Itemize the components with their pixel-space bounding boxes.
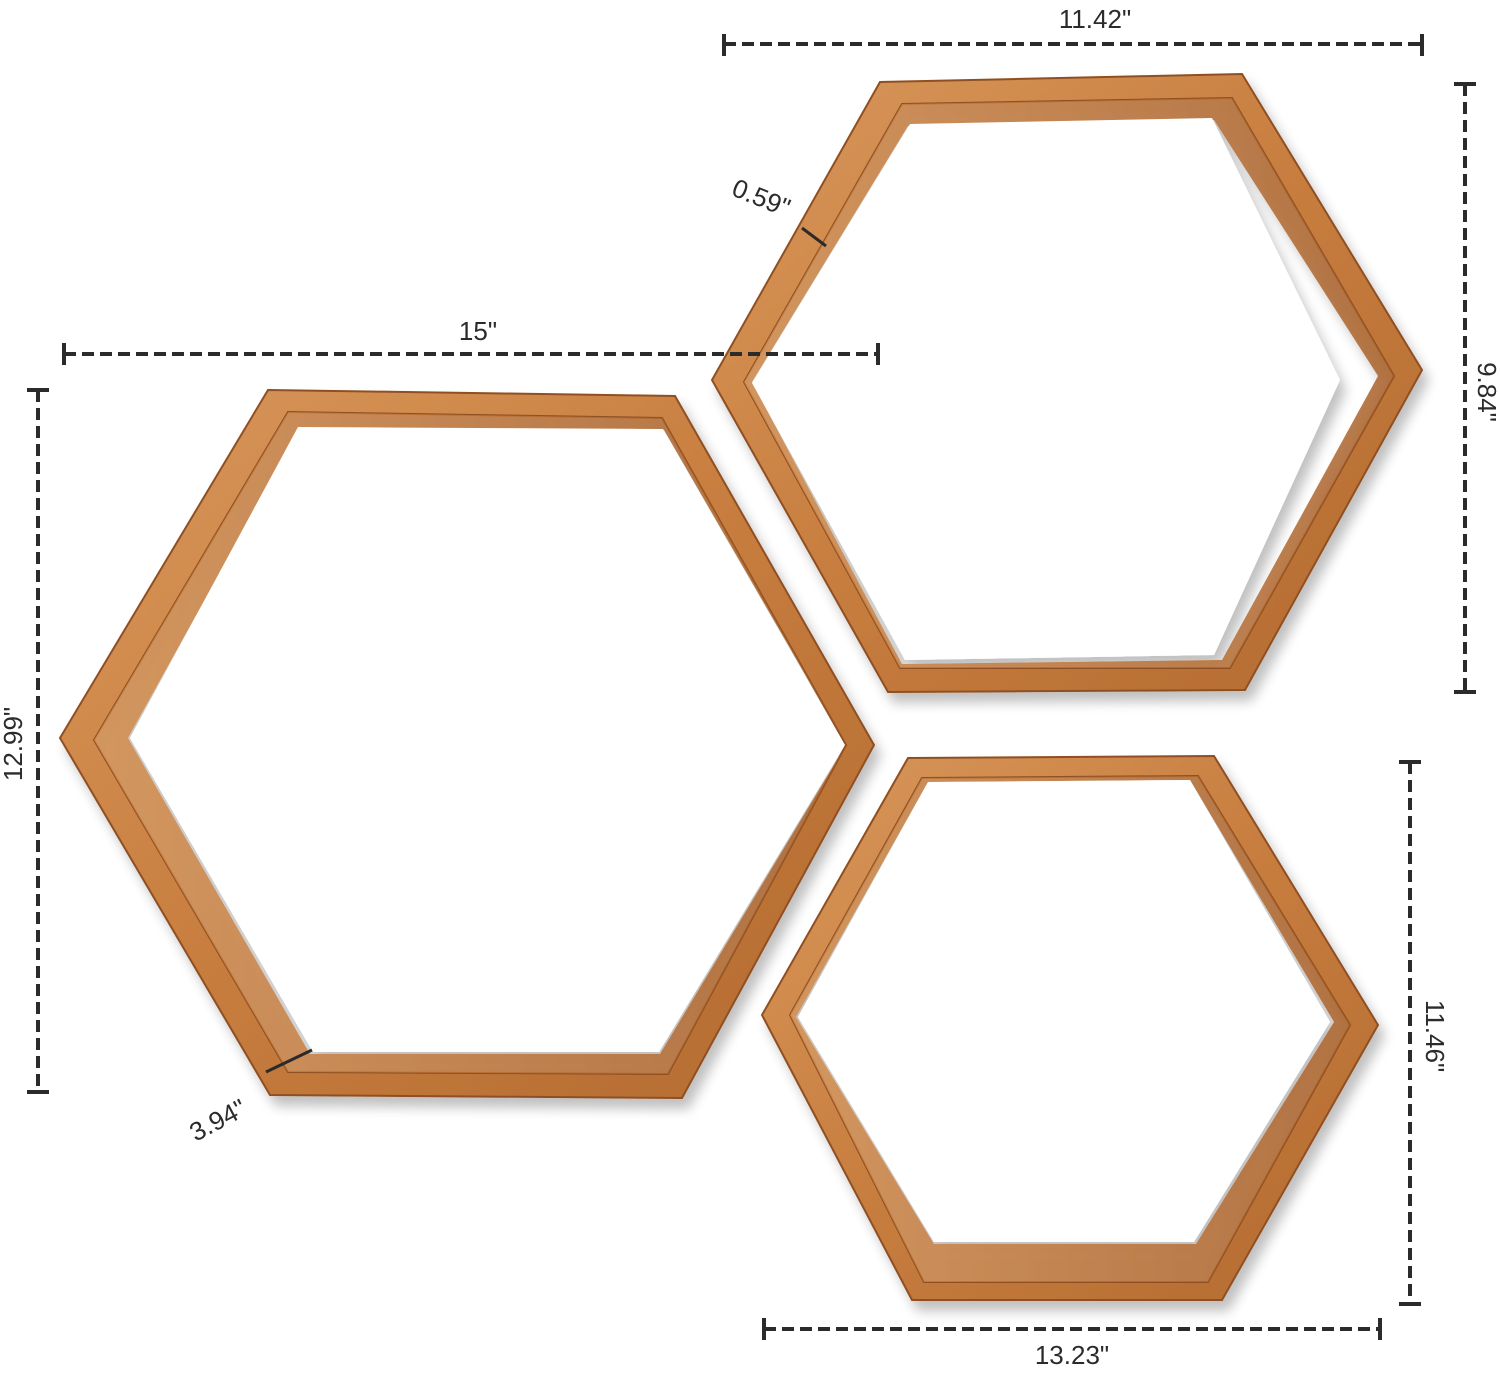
large-height-dimension: 12.99": [0, 388, 49, 1094]
large-hexagon-shelf: [58, 388, 876, 1100]
top-hexagon-inner-opening: [752, 118, 1340, 660]
large-hexagon-depth-marker: [265, 1048, 313, 1074]
top-height-label: 9.84": [1472, 362, 1500, 422]
small-height-label: 11.46": [1420, 1000, 1450, 1072]
large-width-label: 15": [459, 316, 497, 346]
large-depth-dimension: 3.94": [184, 1093, 251, 1148]
large-width-dimension: 15": [62, 316, 880, 365]
small-height-dimension: 11.46": [1399, 760, 1450, 1306]
large-depth-label: 3.94": [184, 1093, 251, 1148]
small-hexagon-shelf: [760, 754, 1380, 1301]
large-height-label: 12.99": [0, 707, 28, 781]
top-hexagon-shelf: [710, 72, 1424, 694]
large-hexagon-inner-opening: [130, 427, 845, 1052]
top-width-label: 11.42": [1059, 4, 1131, 34]
frame-thickness-label: 0.59": [728, 173, 795, 223]
top-height-dimension: 9.84": [1454, 82, 1500, 694]
small-width-dimension: 13.23": [762, 1318, 1382, 1370]
small-width-label: 13.23": [1035, 1340, 1109, 1370]
top-width-dimension: 11.42": [722, 4, 1424, 56]
small-hexagon-inner-opening: [798, 780, 1330, 1242]
